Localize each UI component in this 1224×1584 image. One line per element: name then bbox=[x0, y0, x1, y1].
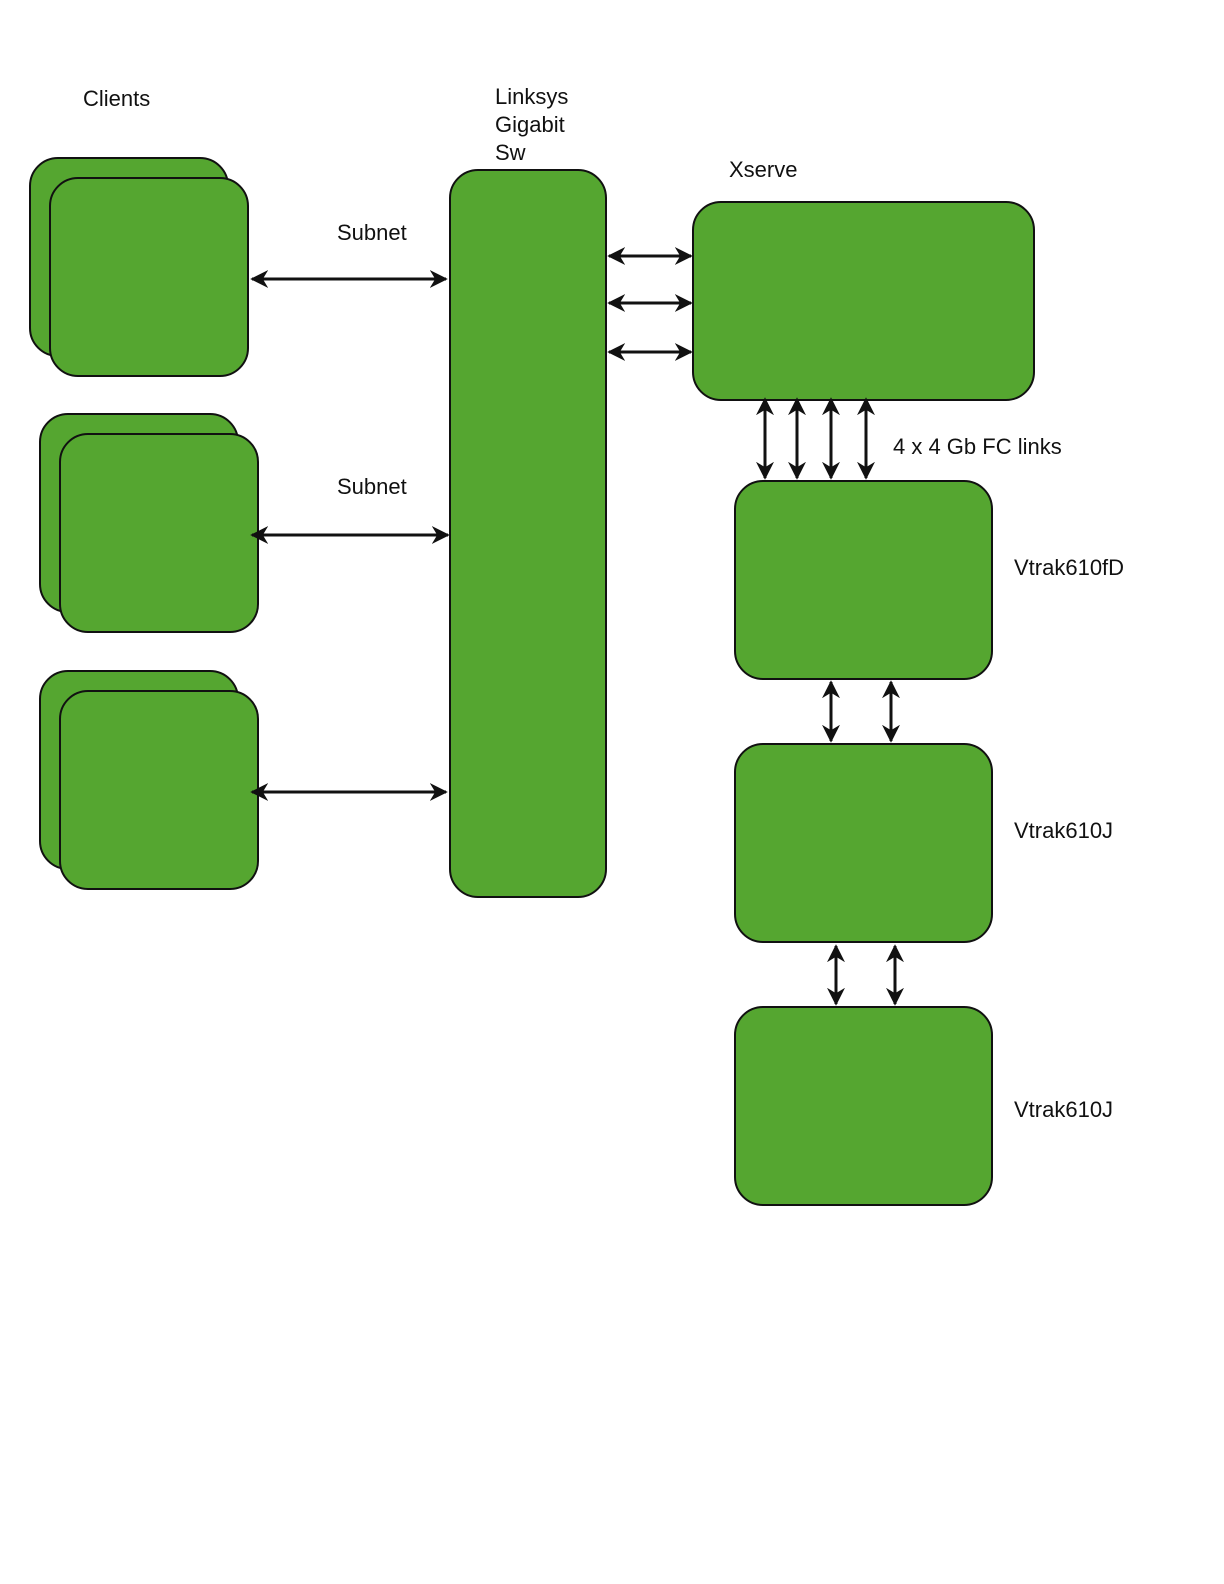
client-group-2 bbox=[39, 413, 259, 633]
xserve-box bbox=[692, 201, 1035, 401]
storage-label-3: Vtrak610J bbox=[1014, 1097, 1114, 1122]
xserve-label: Xserve bbox=[729, 157, 798, 182]
client-group-1 bbox=[29, 157, 249, 377]
subnet-label-1: Subnet bbox=[337, 220, 407, 245]
storage-box-2 bbox=[734, 743, 993, 943]
storage-box-1 bbox=[734, 480, 993, 680]
storage-box-3 bbox=[734, 1006, 993, 1206]
subnet-label-2: Subnet bbox=[337, 474, 407, 499]
client-box-front-1 bbox=[49, 177, 249, 377]
clients-label: Clients bbox=[83, 86, 151, 111]
client-group-3 bbox=[39, 670, 259, 890]
client-box-front-3 bbox=[59, 690, 259, 890]
switch-label: Linksys Gigabit Sw bbox=[495, 84, 569, 165]
storage-label-1: Vtrak610fD bbox=[1014, 555, 1125, 580]
client-box-front-2 bbox=[59, 433, 259, 633]
switch-box bbox=[449, 169, 607, 898]
fc-links-label: 4 x 4 Gb FC links bbox=[893, 434, 1062, 459]
storage-label-2: Vtrak610J bbox=[1014, 818, 1114, 843]
